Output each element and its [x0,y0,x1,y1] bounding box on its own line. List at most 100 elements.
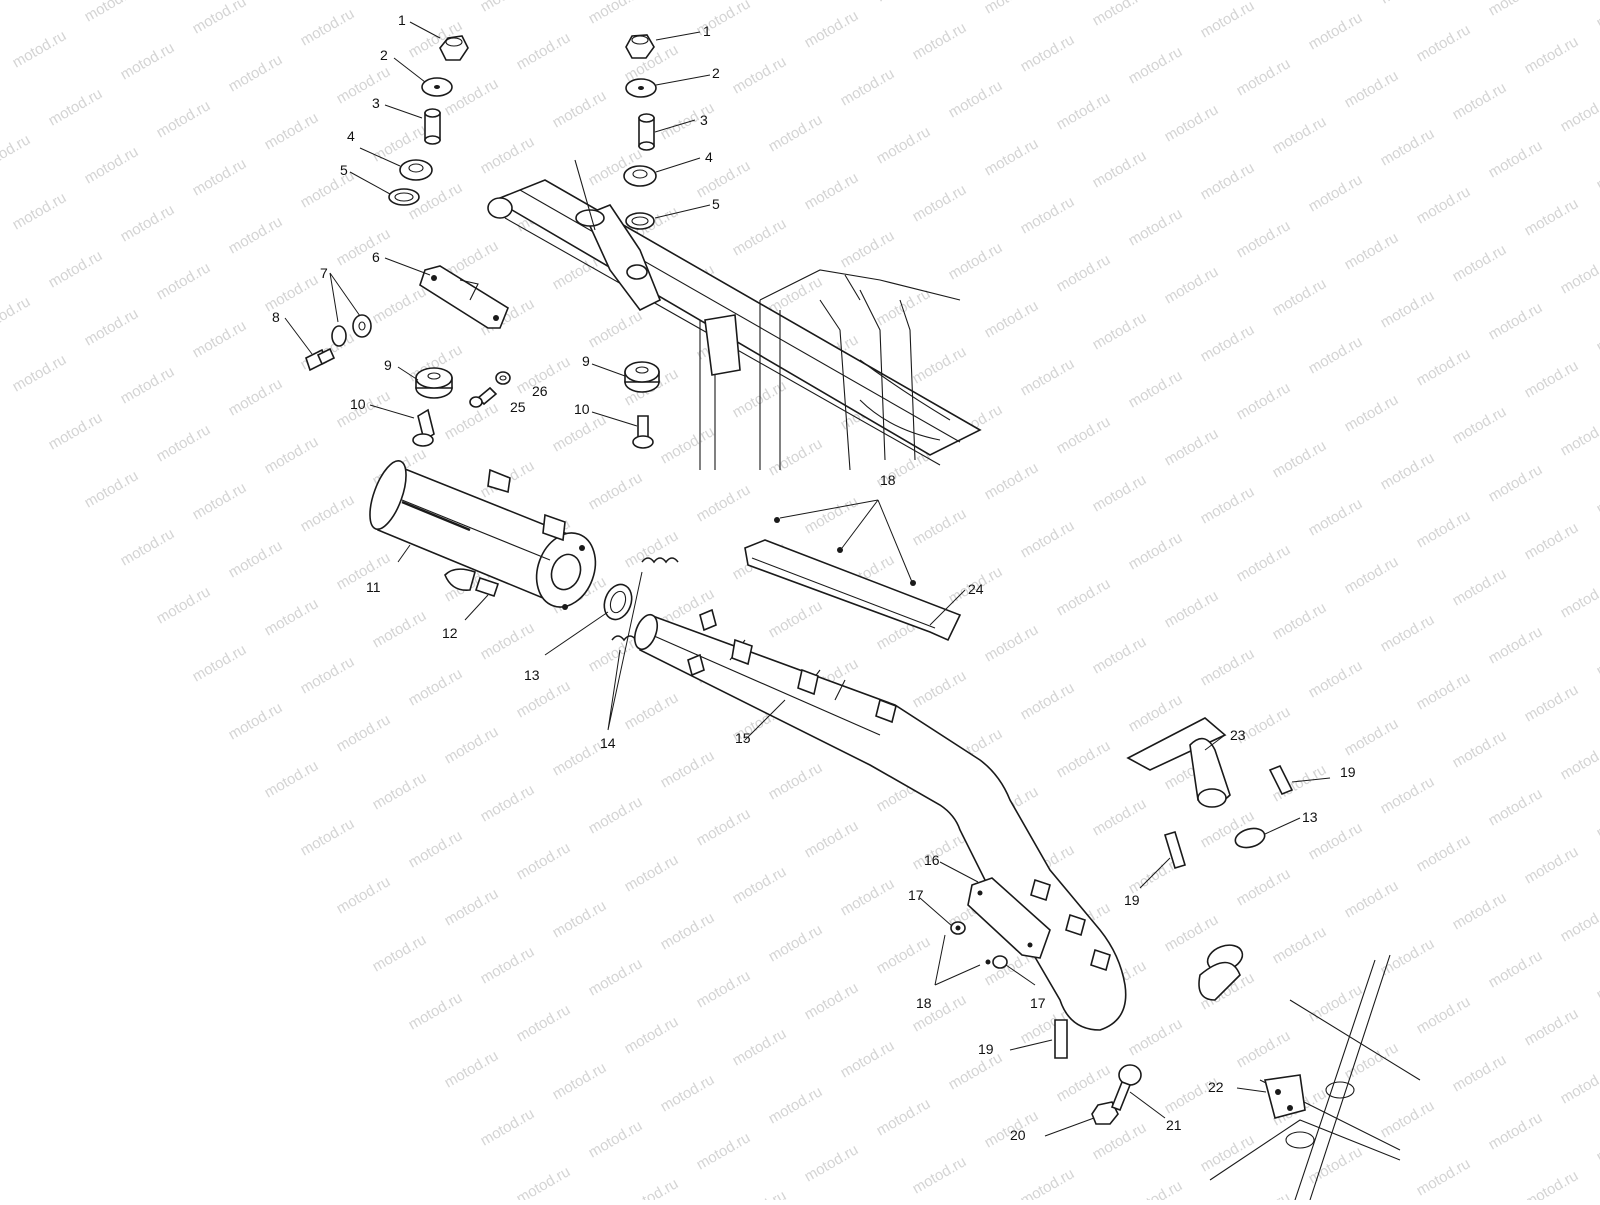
watermark-text: motod.ru [1486,0,1546,19]
callout-10-left: 10 [350,396,366,412]
watermark-text: motod.ru [1342,391,1402,435]
watermark-text: motod.ru [838,875,898,919]
watermark-text: motod.ru [730,53,790,97]
watermark-text: motod.ru [1450,241,1510,285]
watermark-text: motod.ru [1054,413,1114,457]
watermark-text: motod.ru [478,133,538,177]
watermark-text: motod.ru [1486,461,1546,505]
isolator-left [416,368,452,398]
callout-13-right: 13 [1302,809,1318,825]
callout-9-left: 9 [384,357,392,373]
watermark-text: motod.ru [1414,183,1474,227]
watermark-text: motod.ru [1126,43,1186,87]
watermark-text: motod.ru [298,491,358,535]
watermark-text: motod.ru [1414,507,1474,551]
watermark-text: motod.ru [586,307,646,351]
watermark-text: motod.ru [82,143,142,187]
watermark-text: motod.ru [1270,599,1330,643]
watermark-text: motod.ru [1378,1097,1438,1141]
stud-left [413,410,434,446]
watermark-text: motod.ru [730,1025,790,1069]
watermark-text: motod.ru [370,121,430,165]
watermark-text: motod.ru [478,1105,538,1149]
watermark-text: motod.ru [406,827,466,871]
callout-9-right: 9 [582,353,590,369]
callout-25: 25 [510,399,526,415]
callout-4-right: 4 [705,149,713,165]
watermark-text: motod.ru [766,1083,826,1127]
watermark-text: motod.ru [1054,737,1114,781]
callout-21: 21 [1166,1117,1182,1133]
grommet-right [624,166,656,186]
callout-5-left: 5 [340,162,348,178]
watermark-text: motod.ru [10,27,70,71]
watermark-text: motod.ru [514,1001,574,1045]
watermark-text: motod.ru [370,769,430,813]
watermark-text: motod.ru [982,459,1042,503]
watermark-text: motod.ru [982,297,1042,341]
callout-5-right: 5 [712,196,720,212]
watermark-text: motod.ru [766,273,826,317]
watermark-text: motod.ru [730,863,790,907]
watermark-text: motod.ru [658,423,718,467]
watermark-text: motod.ru [1162,425,1222,469]
watermark-text: motod.ru [802,169,862,213]
engine-mount-bracket [1265,1075,1305,1118]
watermark-text: motod.ru [1090,147,1150,191]
watermark-text: motod.ru [1594,1121,1600,1165]
watermark-text: motod.ru [658,747,718,791]
watermark-text: motod.ru [226,375,286,419]
watermark-text: motod.ru [622,1175,682,1200]
watermark-text: motod.ru [874,1095,934,1139]
watermark-text: motod.ru [118,201,178,245]
watermark-text: motod.ru [262,595,322,639]
watermark-text: motod.ru [1450,79,1510,123]
watermark-text: motod.ru [1522,33,1582,77]
callout-10-right: 10 [574,401,590,417]
watermark-text: motod.ru [298,5,358,49]
watermark-text: motod.ru [1090,471,1150,515]
watermark-text: motod.ru [1306,1143,1366,1187]
watermark-text: motod.ru [910,19,970,63]
callout-2-left: 2 [380,47,388,63]
watermark-text: motod.ru [262,271,322,315]
watermark-text: motod.ru [442,75,502,119]
watermark-text: motod.ru [478,619,538,663]
watermark-text: motod.ru [370,607,430,651]
watermark-text: motod.ru [658,1071,718,1115]
watermark-text: motod.ru [694,805,754,849]
watermark-text: motod.ru [1126,691,1186,735]
watermark-text: motod.ru [910,1153,970,1197]
watermark-text: motod.ru [622,851,682,895]
watermark-text: motod.ru [262,109,322,153]
watermark-text: motod.ru [1162,911,1222,955]
watermark-text: motod.ru [1054,251,1114,295]
watermark-text: motod.ru [982,621,1042,665]
watermark-text: motod.ru [1234,865,1294,909]
watermark-text: motod.ru [1090,309,1150,353]
watermark-text: motod.ru [226,51,286,95]
watermark-text: motod.ru [1342,67,1402,111]
watermark-text: motod.ru [946,1049,1006,1093]
callout-8: 8 [272,309,280,325]
callout-12: 12 [442,625,458,641]
watermark-text: motod.ru [226,699,286,743]
watermark-text: motod.ru [802,979,862,1023]
watermark-text: motod.ru [1234,379,1294,423]
watermark-text: motod.ru [298,653,358,697]
callout-19-c: 19 [978,1041,994,1057]
watermark-text: motod.ru [1486,623,1546,667]
watermark-text: motod.ru [586,1117,646,1161]
watermark-text: motod.ru [766,435,826,479]
watermark-text: motod.ru [1198,483,1258,527]
callout-1-right: 1 [703,23,711,39]
callout-4-left: 4 [347,128,355,144]
watermark-text: motod.ru [550,87,610,131]
watermark-text: motod.ru [190,0,250,37]
watermark-text: motod.ru [1342,553,1402,597]
watermark-text: motod.ru [1306,9,1366,53]
watermark-text: motod.ru [334,873,394,917]
callout-7: 7 [320,265,328,281]
watermark-text: motod.ru [838,65,898,109]
watermark-text: motod.ru [1090,633,1150,677]
